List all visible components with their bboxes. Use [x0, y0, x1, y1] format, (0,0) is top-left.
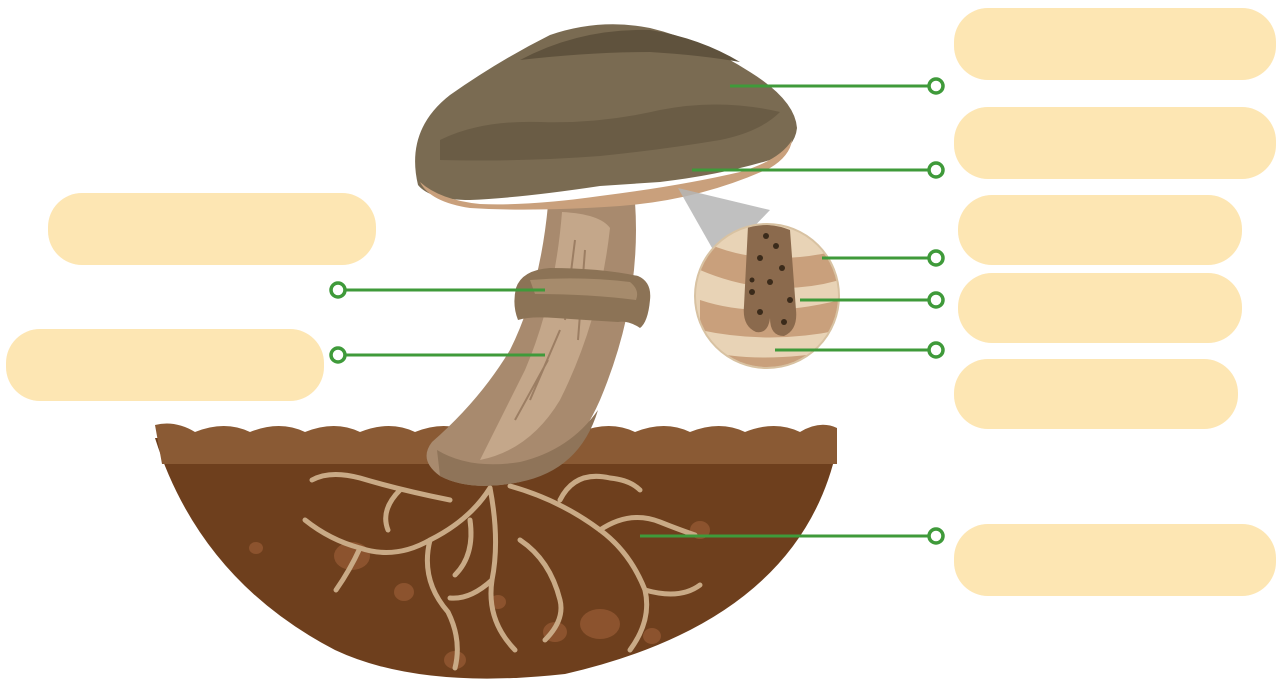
- leader-dot-cap: [929, 79, 943, 93]
- leader-dot-hypha: [929, 343, 943, 357]
- label-box-cap[interactable]: [954, 8, 1276, 80]
- leader-dot-spores: [929, 293, 943, 307]
- leader-dot-ring: [331, 283, 345, 297]
- label-box-ring[interactable]: [48, 193, 376, 265]
- label-box-stalk[interactable]: [6, 329, 324, 401]
- label-box-gills[interactable]: [954, 107, 1276, 179]
- leader-dot-gills: [929, 163, 943, 177]
- leader-dot-stalk: [331, 348, 345, 362]
- label-box-basidium[interactable]: [958, 195, 1242, 265]
- label-box-hypha[interactable]: [954, 359, 1238, 429]
- cap-shape: [415, 24, 797, 209]
- gill-zoom-circle: [695, 224, 840, 380]
- leader-dot-mycelium: [929, 529, 943, 543]
- label-box-mycelium[interactable]: [954, 524, 1276, 596]
- leader-dot-basidium: [929, 251, 943, 265]
- label-box-spores[interactable]: [958, 273, 1242, 343]
